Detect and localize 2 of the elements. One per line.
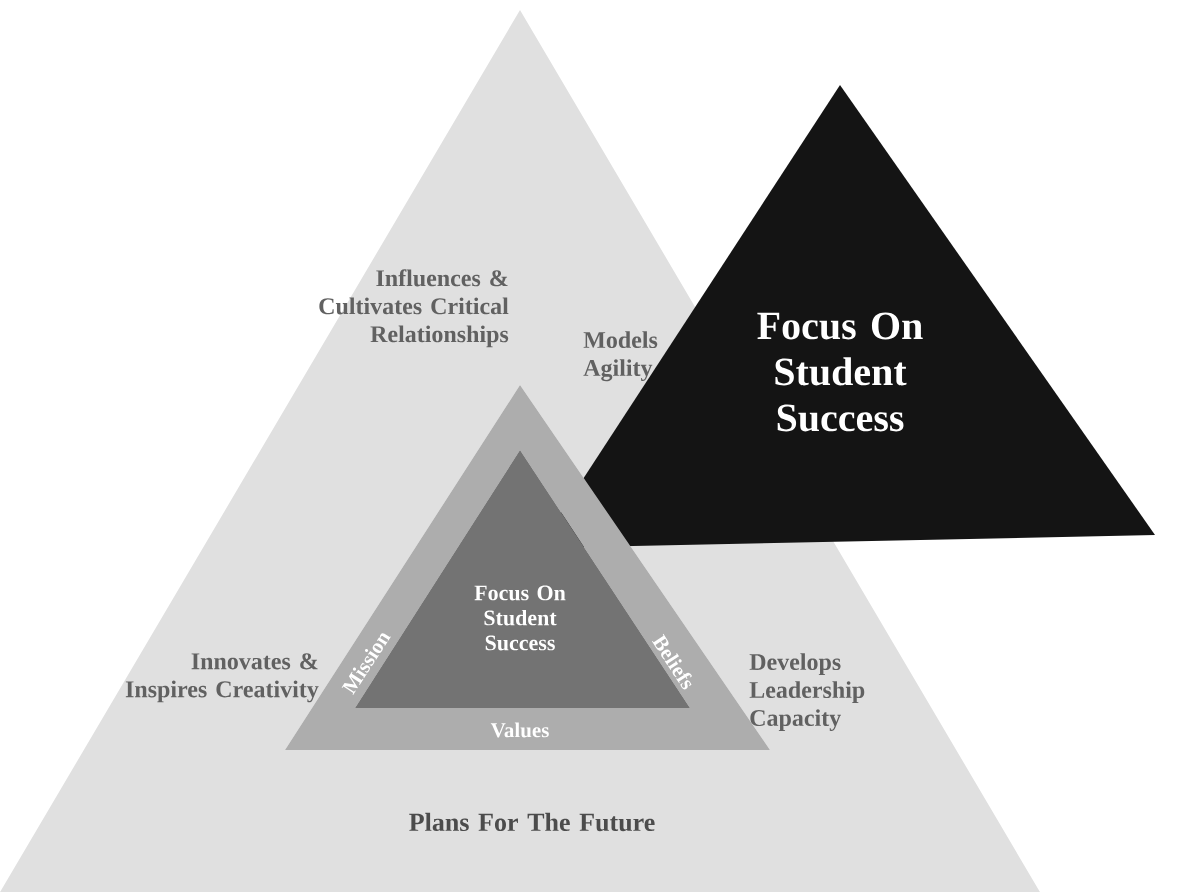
caption-text: Models Agility: [583, 331, 658, 382]
caption-text: Influences & Cultivates Critical Relationships: [319, 269, 509, 348]
